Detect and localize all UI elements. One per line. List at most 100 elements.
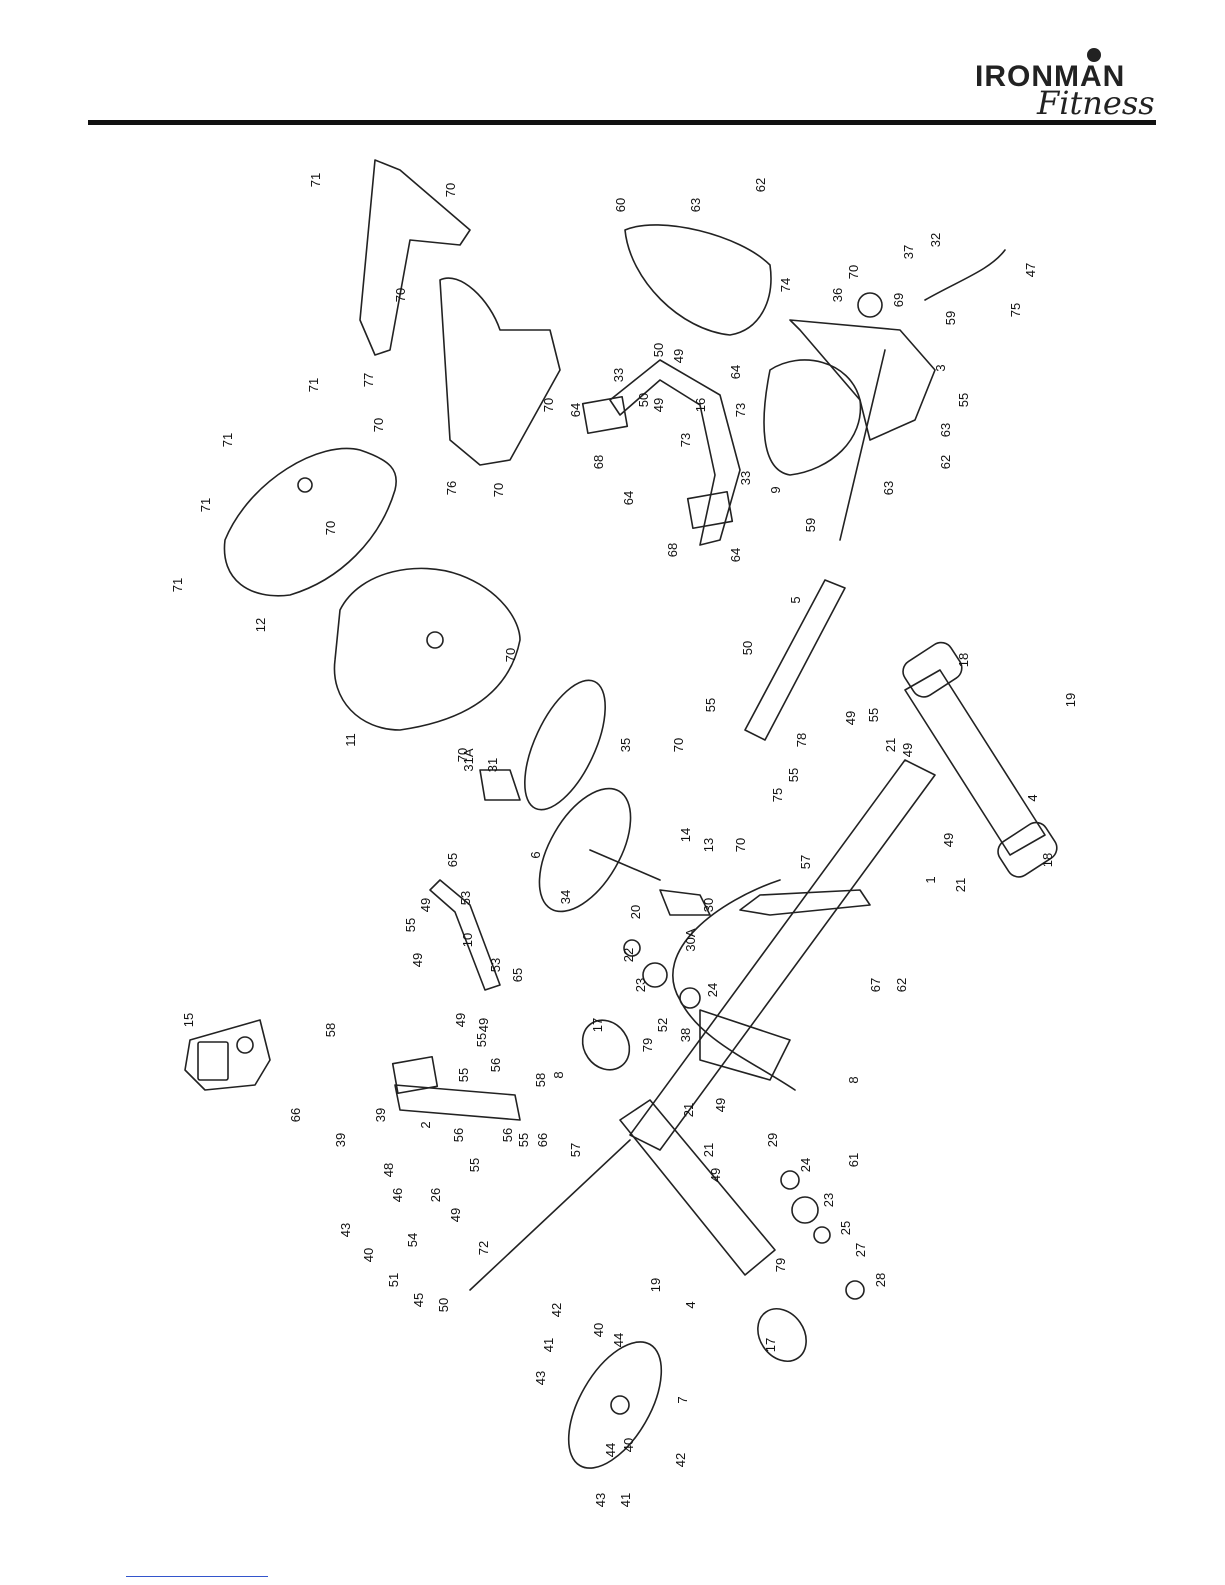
main-frame-tube	[629, 759, 936, 1151]
part-label-63: 63	[688, 198, 703, 212]
part-label-49: 49	[448, 1208, 463, 1222]
side-cover-76	[439, 277, 561, 466]
part-label-44: 44	[603, 1443, 618, 1457]
part-label-70: 70	[671, 738, 686, 752]
part-label-52: 52	[655, 1018, 670, 1032]
part-label-68: 68	[591, 455, 606, 469]
part-label-55: 55	[467, 1158, 482, 1172]
part-label-49: 49	[410, 953, 425, 967]
part-label-49: 49	[476, 1018, 491, 1032]
part-label-63: 63	[881, 481, 896, 495]
part-label-40: 40	[361, 1248, 376, 1262]
part-label-43: 43	[593, 1493, 608, 1507]
leader-line-seat	[839, 349, 886, 541]
part-label-70: 70	[455, 748, 470, 762]
front-stabilizer-cap	[757, 1308, 807, 1362]
pedal-31	[479, 769, 521, 801]
part-label-78: 78	[794, 733, 809, 747]
tension-knob	[857, 292, 883, 318]
part-label-71: 71	[170, 578, 185, 592]
part-label-55: 55	[703, 698, 718, 712]
flywheel-hub	[610, 1395, 630, 1415]
part-label-49: 49	[418, 898, 433, 912]
rear-stabilizer	[904, 669, 1046, 856]
part-label-18: 18	[956, 653, 971, 667]
part-label-36: 36	[830, 288, 845, 302]
part-label-8: 8	[551, 1071, 566, 1078]
part-label-55: 55	[456, 1068, 471, 1082]
part-label-55: 55	[516, 1133, 531, 1147]
part-label-63: 63	[938, 423, 953, 437]
part-label-39: 39	[333, 1133, 348, 1147]
part-label-43: 43	[338, 1223, 353, 1237]
seat-cushion	[763, 359, 862, 476]
crank-arm	[589, 849, 661, 881]
footer-link-underline	[126, 1576, 268, 1577]
part-label-50: 50	[636, 393, 651, 407]
part-label-66: 66	[535, 1133, 550, 1147]
shroud-left-hub	[426, 631, 444, 649]
part-label-71: 71	[198, 498, 213, 512]
part-label-49: 49	[713, 1098, 728, 1112]
part-label-79: 79	[773, 1258, 788, 1272]
part-label-9: 9	[768, 486, 783, 493]
part-label-21: 21	[681, 1103, 696, 1117]
part-label-49: 49	[671, 349, 686, 363]
ironman-fitness-logo: IRONMAN Fitness	[975, 48, 1160, 126]
part-label-20: 20	[628, 905, 643, 919]
side-handle	[609, 359, 741, 546]
part-label-69: 69	[891, 293, 906, 307]
pulse-grip-bottom	[686, 490, 734, 530]
part-label-79: 79	[640, 1038, 655, 1052]
part-label-40: 40	[591, 1323, 606, 1337]
logo-dot	[1087, 48, 1101, 62]
part-label-22: 22	[621, 948, 636, 962]
part-label-35: 35	[618, 738, 633, 752]
rear-upright	[739, 889, 871, 916]
part-label-57: 57	[568, 1143, 583, 1157]
part-label-38: 38	[678, 1028, 693, 1042]
part-label-62: 62	[938, 455, 953, 469]
part-label-57: 57	[798, 855, 813, 869]
part-label-7: 7	[675, 1396, 690, 1403]
part-label-73: 73	[733, 403, 748, 417]
part-label-68: 68	[665, 543, 680, 557]
leader-line-72	[469, 1139, 631, 1291]
part-label-49: 49	[843, 711, 858, 725]
part-label-55: 55	[403, 918, 418, 932]
part-label-70: 70	[393, 288, 408, 302]
side-cover-77	[359, 159, 471, 356]
part-label-70: 70	[371, 418, 386, 432]
part-label-60: 60	[613, 198, 628, 212]
part-label-70: 70	[846, 265, 861, 279]
part-label-32: 32	[928, 233, 943, 247]
part-label-50: 50	[651, 343, 666, 357]
part-label-59: 59	[803, 518, 818, 532]
part-label-71: 71	[308, 173, 323, 187]
part-label-70: 70	[491, 483, 506, 497]
part-label-37: 37	[901, 245, 916, 259]
bearing-24a	[679, 987, 701, 1009]
part-label-5: 5	[788, 596, 803, 603]
upright-bracket	[391, 1055, 439, 1095]
part-label-58: 58	[323, 1023, 338, 1037]
part-label-30: 30	[701, 898, 716, 912]
part-label-59: 59	[943, 311, 958, 325]
part-label-28: 28	[873, 1273, 888, 1287]
part-label-8: 8	[846, 1076, 861, 1083]
part-label-45: 45	[411, 1293, 426, 1307]
part-label-23: 23	[633, 978, 648, 992]
bearing-24b	[780, 1170, 800, 1190]
part-label-48: 48	[381, 1163, 396, 1177]
part-label-72: 72	[476, 1241, 491, 1255]
part-label-64: 64	[728, 365, 743, 379]
part-label-3: 3	[933, 364, 948, 371]
part-label-12: 12	[253, 618, 268, 632]
part-label-24: 24	[705, 983, 720, 997]
console-screen	[197, 1041, 229, 1081]
part-label-41: 41	[618, 1493, 633, 1507]
part-label-19: 19	[1063, 693, 1078, 707]
logo-script: Fitness	[1037, 84, 1155, 122]
part-label-49: 49	[941, 833, 956, 847]
part-label-55: 55	[474, 1033, 489, 1047]
